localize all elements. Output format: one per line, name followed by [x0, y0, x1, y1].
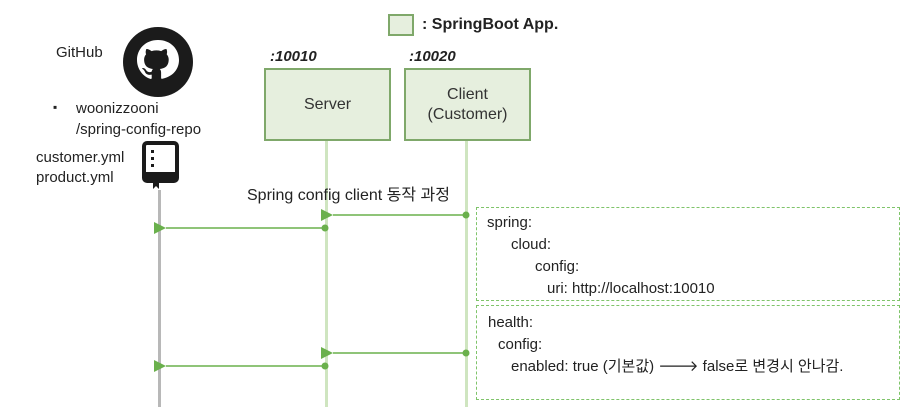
- github-icon: [123, 27, 193, 97]
- arrow-server-to-github-1: [154, 222, 329, 234]
- server-label: Server: [303, 95, 352, 113]
- arrow-server-to-github-2: [154, 360, 329, 372]
- repository-book-icon: [142, 141, 179, 189]
- note1-line-spring: spring:: [487, 214, 533, 231]
- note2-line-health: health:: [488, 314, 534, 331]
- github-title: GitHub: [56, 44, 103, 61]
- arrow-client-to-server-2: [321, 347, 470, 359]
- diagram-caption: Spring config client 동작 과정: [247, 187, 450, 204]
- file-customer-yml: customer.yml: [36, 149, 125, 166]
- note1-line-cloud: cloud:: [511, 236, 552, 253]
- note2-line-enabled: enabled: true (기본값) 🡒 false로 변경시 안나감.: [511, 358, 844, 375]
- repo-bullet: ▪: [53, 100, 58, 114]
- client-lifeline: [465, 140, 468, 407]
- server-port: :10010: [270, 48, 317, 65]
- note-spring-config: spring: cloud: config: uri: http://local…: [476, 207, 900, 301]
- client-port: :10020: [409, 48, 456, 65]
- legend-label: : SpringBoot App.: [422, 16, 559, 33]
- arrow-client-to-server-1: [321, 209, 470, 221]
- note1-line-config: config:: [535, 258, 580, 275]
- legend-swatch: [388, 14, 414, 36]
- client-label-line2: (Customer): [427, 105, 508, 123]
- client-label-line1: Client: [447, 85, 488, 103]
- file-product-yml: product.yml: [36, 169, 114, 186]
- repo-name: /spring-config-repo: [76, 121, 202, 138]
- client-box: Client (Customer): [404, 68, 531, 141]
- server-box: Server: [264, 68, 391, 141]
- note2-line-config: config:: [498, 336, 543, 353]
- note1-line-uri: uri: http://localhost:10010: [547, 280, 715, 297]
- note-health-config: health: config: enabled: true (기본값) 🡒 fa…: [476, 305, 900, 400]
- github-lifeline: [158, 190, 161, 407]
- repo-owner: woonizzooni: [76, 100, 159, 117]
- server-lifeline: [325, 140, 328, 407]
